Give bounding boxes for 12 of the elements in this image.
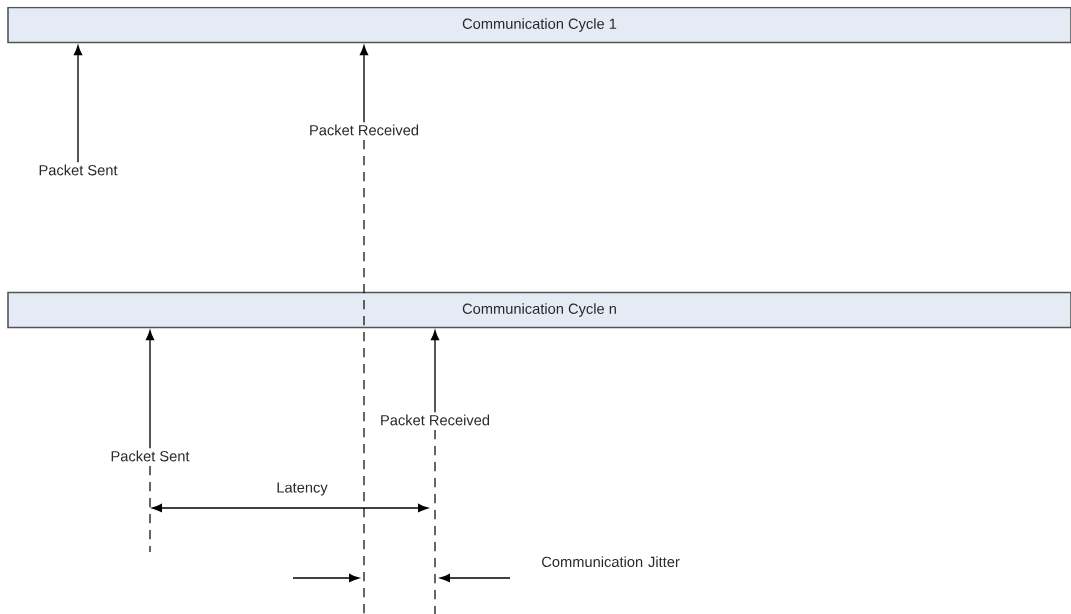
event-label: Packet Received	[307, 122, 422, 138]
arrow	[145, 330, 155, 449]
cycle-band: Communication Cycle 1	[7, 6, 1071, 44]
arrow	[430, 330, 440, 413]
annotation-label: Communication Jitter	[542, 556, 680, 568]
event-label: Packet Received	[378, 412, 493, 428]
dimension-label: Latency	[275, 481, 330, 497]
event-label: Packet Sent	[108, 448, 192, 464]
arrow	[359, 45, 369, 123]
arrow	[73, 45, 83, 163]
cycle-band: Communication Cycle n	[7, 291, 1071, 329]
event-label: Packet Sent	[36, 162, 120, 178]
